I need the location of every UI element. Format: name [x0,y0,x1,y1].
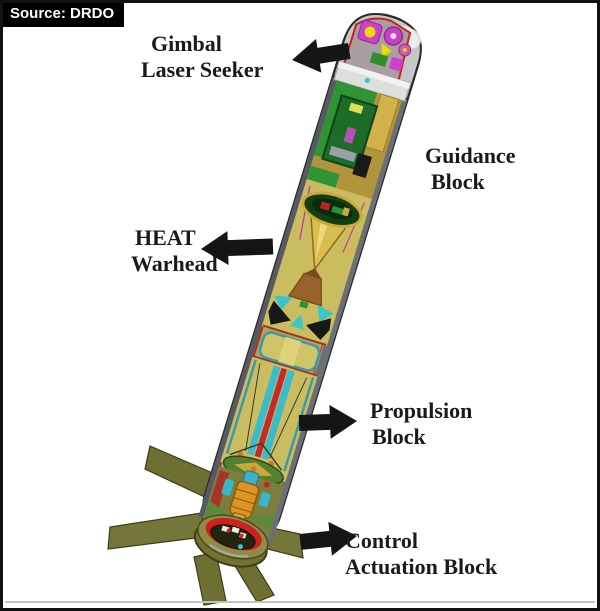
warhead-brown-cone-tip [304,268,322,279]
tail-cap-gray-arc [209,543,248,558]
arrow-left-icon-heat [201,231,274,266]
seeker-magenta-chip [389,57,404,72]
propulsion-section [220,356,318,485]
label-heat-warhead: HEAT Warhead [131,225,218,277]
label-guidance-line2: Block [431,169,485,194]
tail-cap-bit2 [231,526,240,534]
cas-green-plate-right [247,514,276,532]
propulsion-red-core [254,367,288,458]
joint-section [253,324,327,377]
arrow-left-icon-gimbal [292,38,351,73]
warhead-black-wedge-right [306,318,332,340]
joint-red-line-bottom [253,355,318,377]
propulsion-trim-right [283,377,315,472]
seeker-pink-disc-hub [402,48,407,53]
source-attribution-text: Source: DRDO [10,5,115,22]
control-actuation-section [200,465,285,546]
gyro-gold-bit [341,207,350,217]
cas-actuator-band1 [235,488,258,496]
tail-cap [193,514,269,568]
label-propulsion-line1: Propulsion [370,398,473,423]
propulsion-v-brace [229,442,283,471]
propulsion-trim-left [225,359,257,455]
missile-body [193,13,422,568]
guidance-black-unit [352,153,373,179]
seeker-gear-yellow [364,26,376,38]
cas-actuator-band2 [233,496,255,505]
callout-arrows [201,38,357,556]
label-propulsion-block: Propulsion Block [370,398,472,450]
warhead-green-bit [299,300,309,309]
missile-cutaway-diagram [107,13,422,606]
label-control-line1: Control [345,528,418,553]
label-heat-line2: Warhead [131,251,218,276]
tail-cap-red-dot2 [239,533,244,538]
guidance-bracket [328,145,357,162]
propulsion-strut-right [269,377,308,459]
cas-red-dot [263,481,270,488]
tail-cap-red-dot1 [226,528,231,533]
arrow-right-icon-propulsion [298,404,357,439]
cas-actuator-band3 [231,505,252,513]
seeker-gimbal-center [390,33,397,40]
seeker-green-chip [369,51,389,67]
cas-cyan-unit-right [258,492,271,508]
label-heat-line1: HEAT [135,225,196,250]
guidance-green-shelf [306,165,340,188]
guidance-section [306,80,402,200]
label-guidance-block: Guidance Block [425,143,515,195]
label-gimbal-line1: Gimbal [151,31,222,56]
motor-head-hub [250,466,257,473]
label-guidance-line1: Guidance [425,143,516,168]
cas-green-plate-left [203,500,232,516]
bottom-divider [5,601,595,603]
warhead-cyan-wedge-left [274,295,293,311]
joint-red-line-top [262,324,327,346]
warhead-cone-section [281,178,372,284]
propulsion-cyan-tube-left [246,365,281,456]
seeker-silver-band-highlight [337,61,411,89]
tail-cap-cyan-dot [237,544,243,550]
label-control-actuation-block: Control Actuation Block [345,528,497,580]
tube-wall-left [198,45,348,518]
label-gimbal-laser-seeker: Gimbal Laser Seeker [141,31,263,83]
seeker-cyan-dot [364,77,370,83]
tail-cap-nozzle [210,524,256,550]
warhead-cyan-center [290,314,304,330]
guidance-chip-yellow [348,102,364,115]
label-control-line2: Actuation Block [345,554,498,579]
tail-fin-left [107,512,205,550]
gyro-red-bit [319,201,331,211]
seeker-yellow-wedge [381,42,392,58]
gimbal-seeker-section [331,13,422,102]
cas-cyan-unit-left [221,478,234,496]
gyro-green-bit [331,205,344,215]
joint-block-highlight [278,336,302,367]
guidance-chip-magenta [343,126,357,144]
warhead-black-wedge-left [268,300,291,325]
warhead-cyan-wedge-right [317,304,334,322]
source-attribution: Source: DRDO [3,3,125,27]
propulsion-strut-left [245,363,261,452]
propulsion-cyan-tube-right [261,369,295,460]
heat-warhead-section [261,263,347,347]
cas-red-interior [208,470,230,512]
arrow-right-icon-control [299,521,357,556]
label-propulsion-line2: Block [372,424,426,449]
label-gimbal-line2: Laser Seeker [141,57,264,82]
